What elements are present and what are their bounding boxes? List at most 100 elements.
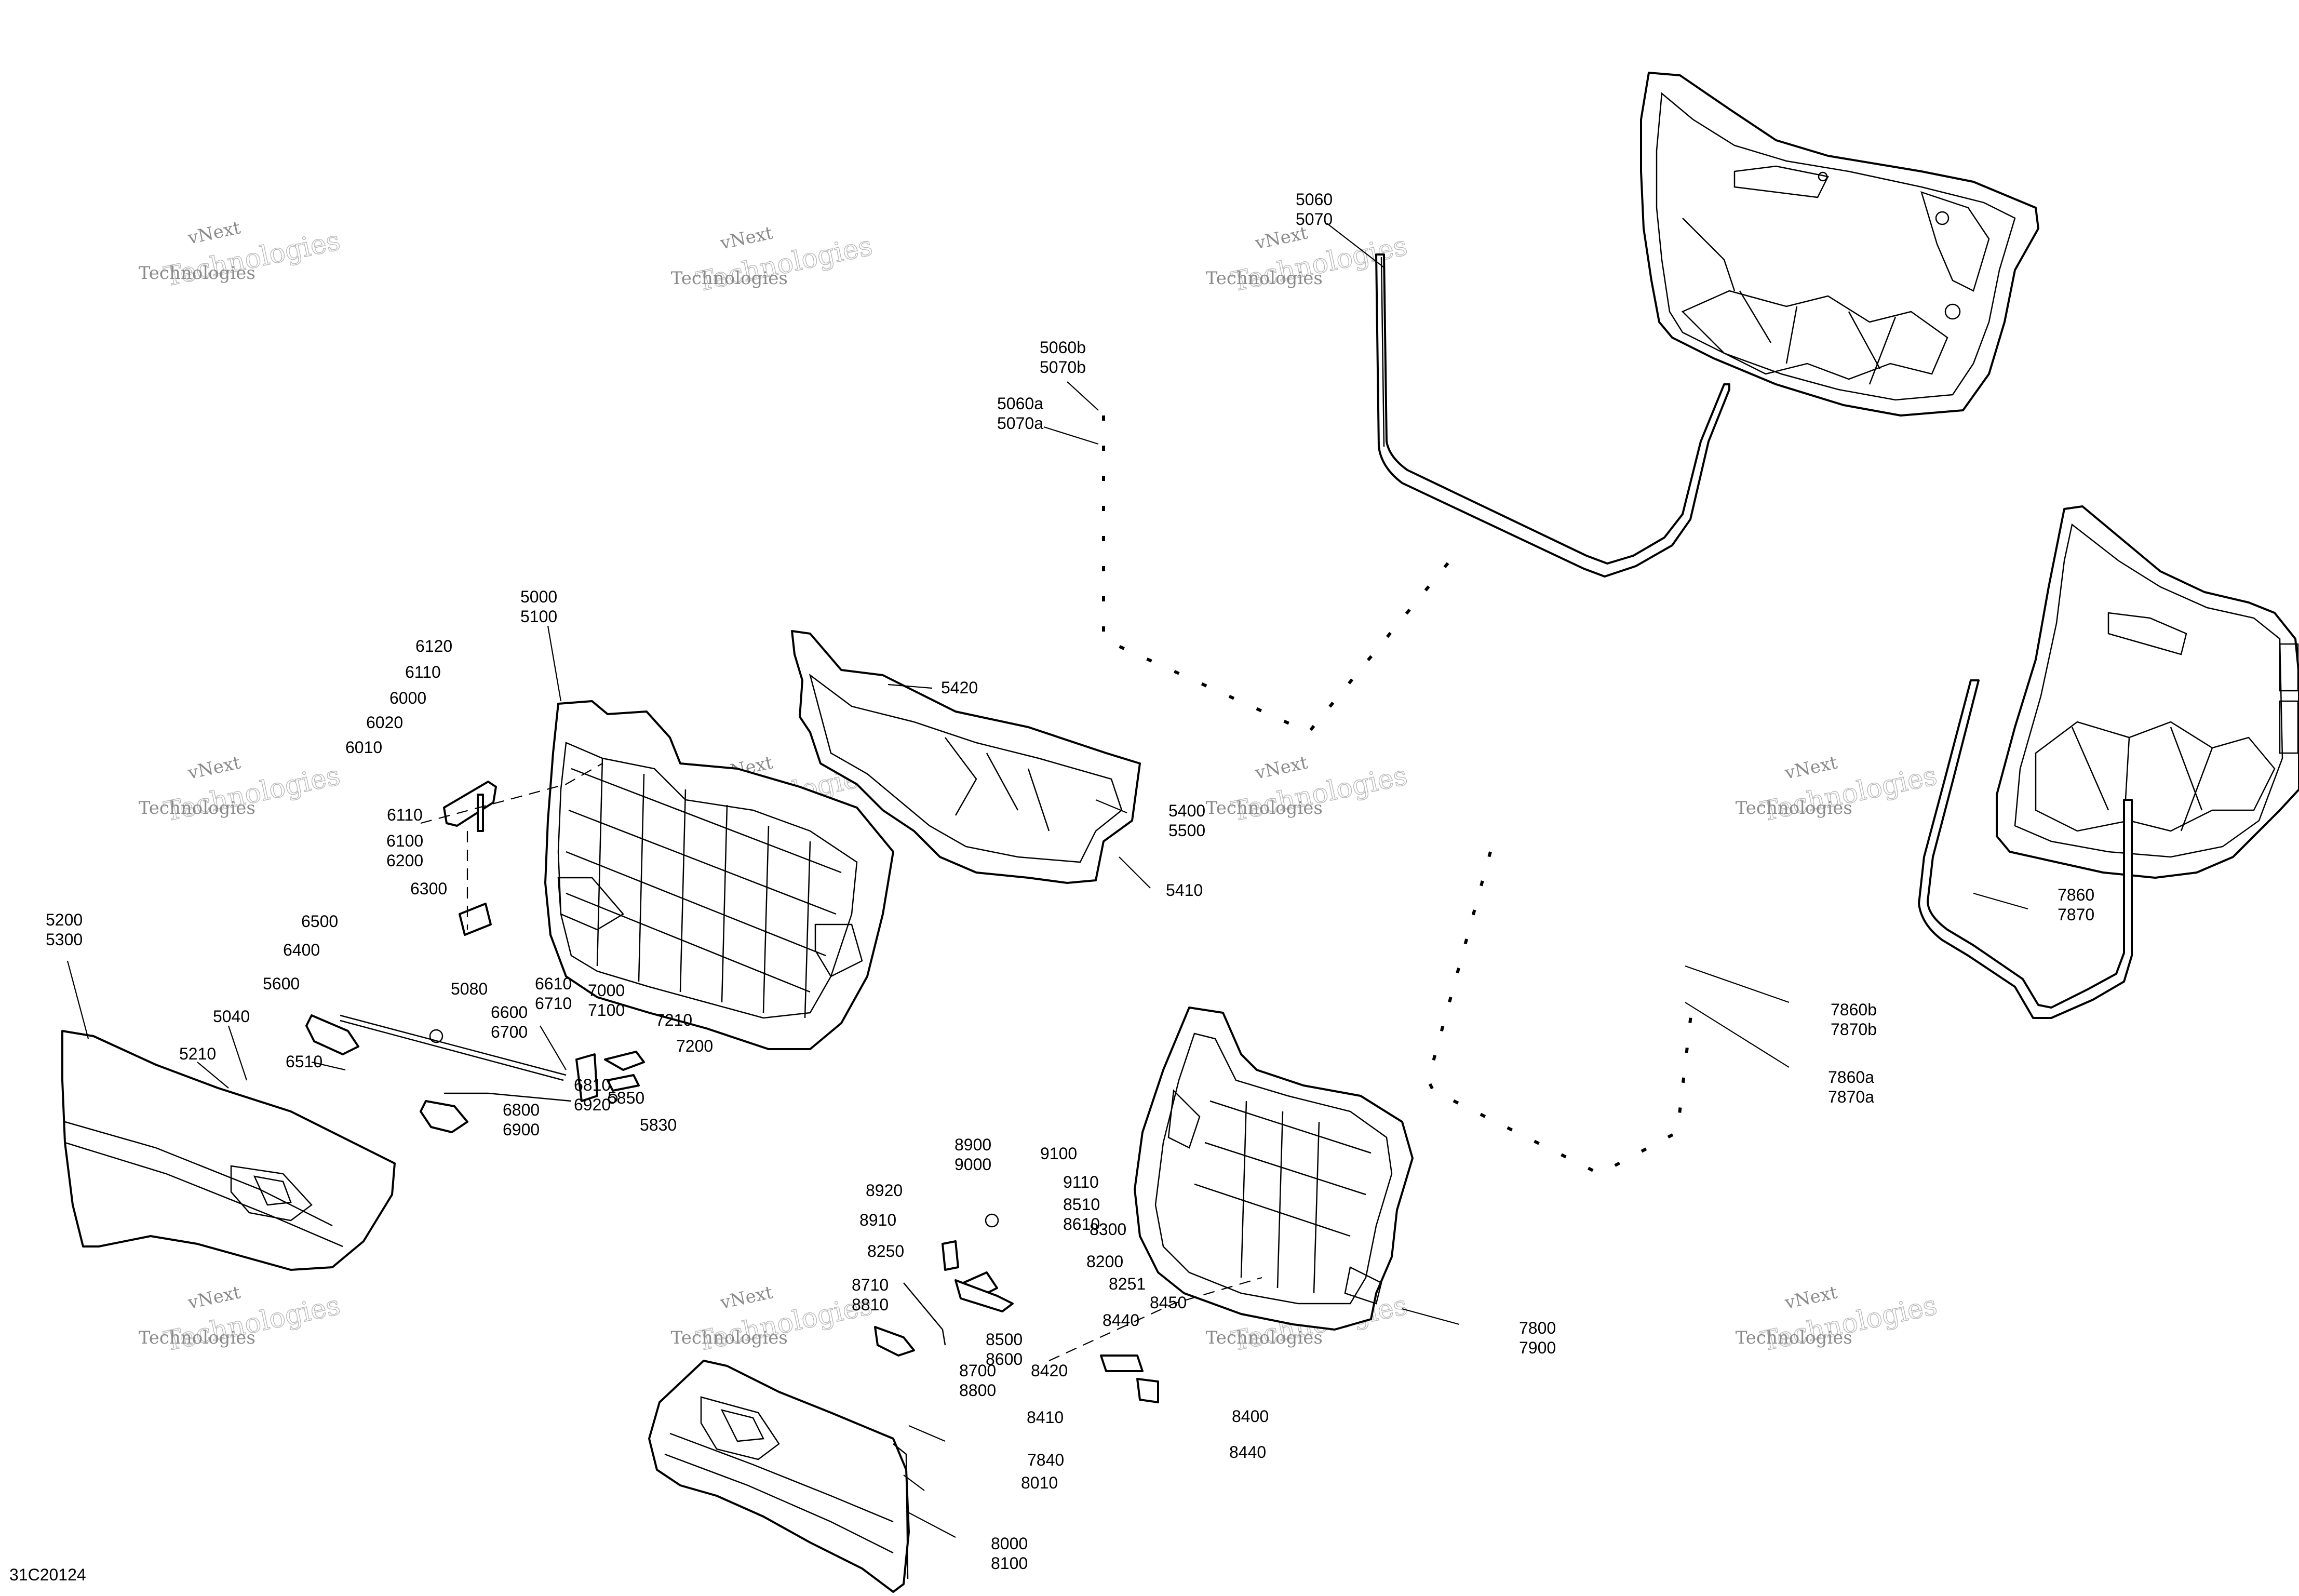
watermark-line2: Technologies [139,1327,256,1348]
assembly-dashed-lines [420,415,1695,1361]
watermark-line2: Technologies [1206,798,1323,819]
watermark-line1: vNext [1783,1282,1839,1313]
callout-label: 5080 [451,980,488,998]
watermark-line1: vNext [718,222,775,254]
callout-label: 6000 [389,689,426,707]
watermark-line2: Technologies [671,268,788,289]
lower-left-outer-panel [61,1030,396,1271]
watermark-line2: Technologies [1206,268,1323,289]
callout-label: 6400 [283,941,320,959]
callout-label: 6500 [301,912,338,931]
inner-trim-panel [791,630,1141,884]
callout-label: 5850 [608,1089,644,1107]
callout-label: 8200 [1086,1252,1123,1271]
callout-label: 5830 [640,1116,677,1134]
upper-door-seal [1375,253,1730,578]
left-latch-hardware [305,781,645,1133]
callout-label: 6020 [366,713,403,732]
callout-label: 8410 [1027,1408,1064,1427]
callout-label: 8400 [1232,1407,1269,1426]
callout-label: 8010 [1021,1473,1058,1492]
callout-label: 5410 [1166,881,1203,900]
callout-label: 5600 [263,974,300,993]
callout-label: 7200 [676,1037,713,1055]
watermark-line1: vNext [186,1282,243,1313]
callout-label: 8440 [1229,1443,1266,1461]
leader-lines [66,223,2028,1538]
watermark-line1: vNext [186,217,243,249]
callout-label: 8420 [1031,1361,1068,1380]
watermark-line1: vNext [186,752,243,784]
callout-label: 7210 [655,1011,692,1029]
watermark-line2: Technologies [1736,1327,1852,1348]
callout-label: 6010 [345,738,382,757]
callout-label: 8920 [866,1181,903,1200]
callout-label: 6300 [410,879,447,898]
callout-label: 8440 [1103,1311,1139,1330]
callout-label: 8300 [1090,1220,1126,1239]
watermark-line2: Technologies [1206,1327,1323,1348]
callout-label: 5210 [179,1044,216,1063]
watermark-line1: vNext [1253,752,1310,784]
callout-label: 9110 [1063,1173,1099,1191]
upper-right-door-shell [1640,72,2039,417]
parts-layer [61,72,2299,1593]
diagram-code: 31C20124 [9,1565,86,1584]
right-door-seal [1918,679,2133,1019]
callout-label: 7840 [1027,1451,1064,1469]
callout-label: 5040 [213,1007,250,1026]
callout-label: 9100 [1040,1144,1077,1163]
watermark-line2: Technologies [139,798,256,819]
center-latch-hardware [874,1213,1159,1403]
callout-label: 5420 [941,678,978,697]
watermark-line2: Technologies [1736,798,1852,819]
right-door-shell [1996,505,2299,879]
left-door-shell [544,700,894,1050]
callout-label: 6510 [286,1052,322,1071]
callout-label: 6110 [405,663,441,681]
callout-label: 8250 [867,1242,904,1260]
callout-label: 8450 [1150,1293,1187,1312]
callout-label: 8251 [1109,1275,1146,1293]
callout-label: 8910 [859,1211,896,1229]
lower-center-outer-panel [648,1360,910,1593]
watermark-line2: Technologies [139,263,256,284]
callout-label: 6120 [415,637,452,655]
watermark-line2: Technologies [671,1327,788,1348]
watermark-line1: vNext [1783,752,1839,784]
lower-middle-door-shell [1134,1007,1414,1331]
callout-label: 6110 [387,806,423,824]
watermark-line1: vNext [718,1282,775,1313]
